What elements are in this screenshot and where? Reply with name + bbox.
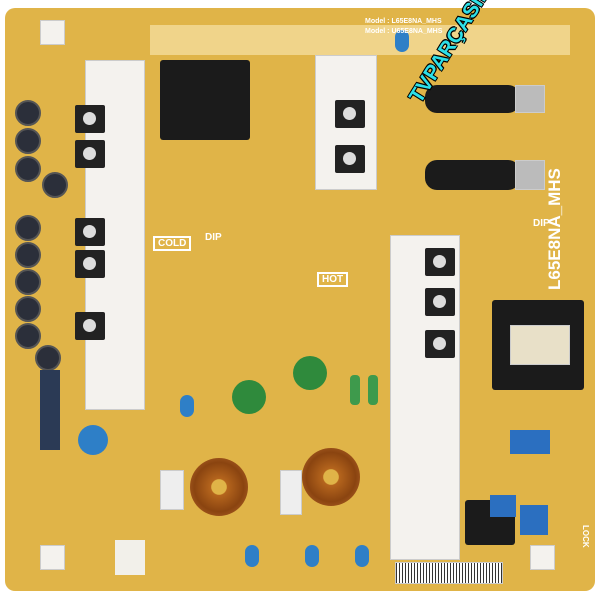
resistor [368,375,378,405]
resistor [350,375,360,405]
large-capacitor [425,160,520,190]
y-capacitor [395,30,409,52]
cold-label: COLD [153,236,192,251]
heatsink-right [390,235,460,560]
toroid-inductor [190,458,248,516]
transistor [425,330,455,358]
transistor [75,105,105,133]
transformer-label [510,325,570,365]
resistor-block [160,470,184,510]
transistor [335,145,365,173]
lock-label: LOCK [581,525,590,548]
board-name: L65E8NA_MHS [545,168,564,290]
ceramic-capacitor [78,425,108,455]
transformer-main [160,60,250,140]
large-capacitor [425,85,520,113]
varistor [293,356,327,390]
capacitor-end [515,160,545,190]
transistor [75,250,105,278]
dip-label-left: DIP [205,232,222,243]
x-capacitor [520,505,548,535]
connector [40,370,60,450]
dip-label-right: DIP [533,218,550,229]
x-capacitor [510,430,550,454]
barcode [395,562,503,584]
mounting-clip [40,20,65,45]
mounting-clip [40,545,65,570]
capacitor [15,128,41,154]
mounting-clip [530,545,555,570]
transistor [425,248,455,276]
capacitor [15,323,41,349]
capacitor [15,269,41,295]
capacitor [15,296,41,322]
capacitor-end [515,85,545,113]
y-capacitor [355,545,369,567]
model-line-2: Model : U65E8NA_MHS [365,28,443,35]
power-connector [115,540,145,575]
capacitor [42,172,68,198]
transistor [75,312,105,340]
y-capacitor [245,545,259,567]
capacitor [15,156,41,182]
transistor [75,218,105,246]
transistor [335,100,365,128]
transistor [75,140,105,168]
capacitor [15,242,41,268]
capacitor [35,345,61,371]
y-capacitor [180,395,194,417]
silkscreen-area [150,25,570,55]
toroid-inductor [302,448,360,506]
model-line-1: Model : L65E8NA_MHS [365,18,442,25]
varistor [232,380,266,414]
x-capacitor [490,495,516,517]
hot-label: HOT [317,272,349,287]
transistor [425,288,455,316]
resistor-block [280,470,302,515]
capacitor [15,100,41,126]
y-capacitor [305,545,319,567]
capacitor [15,215,41,241]
